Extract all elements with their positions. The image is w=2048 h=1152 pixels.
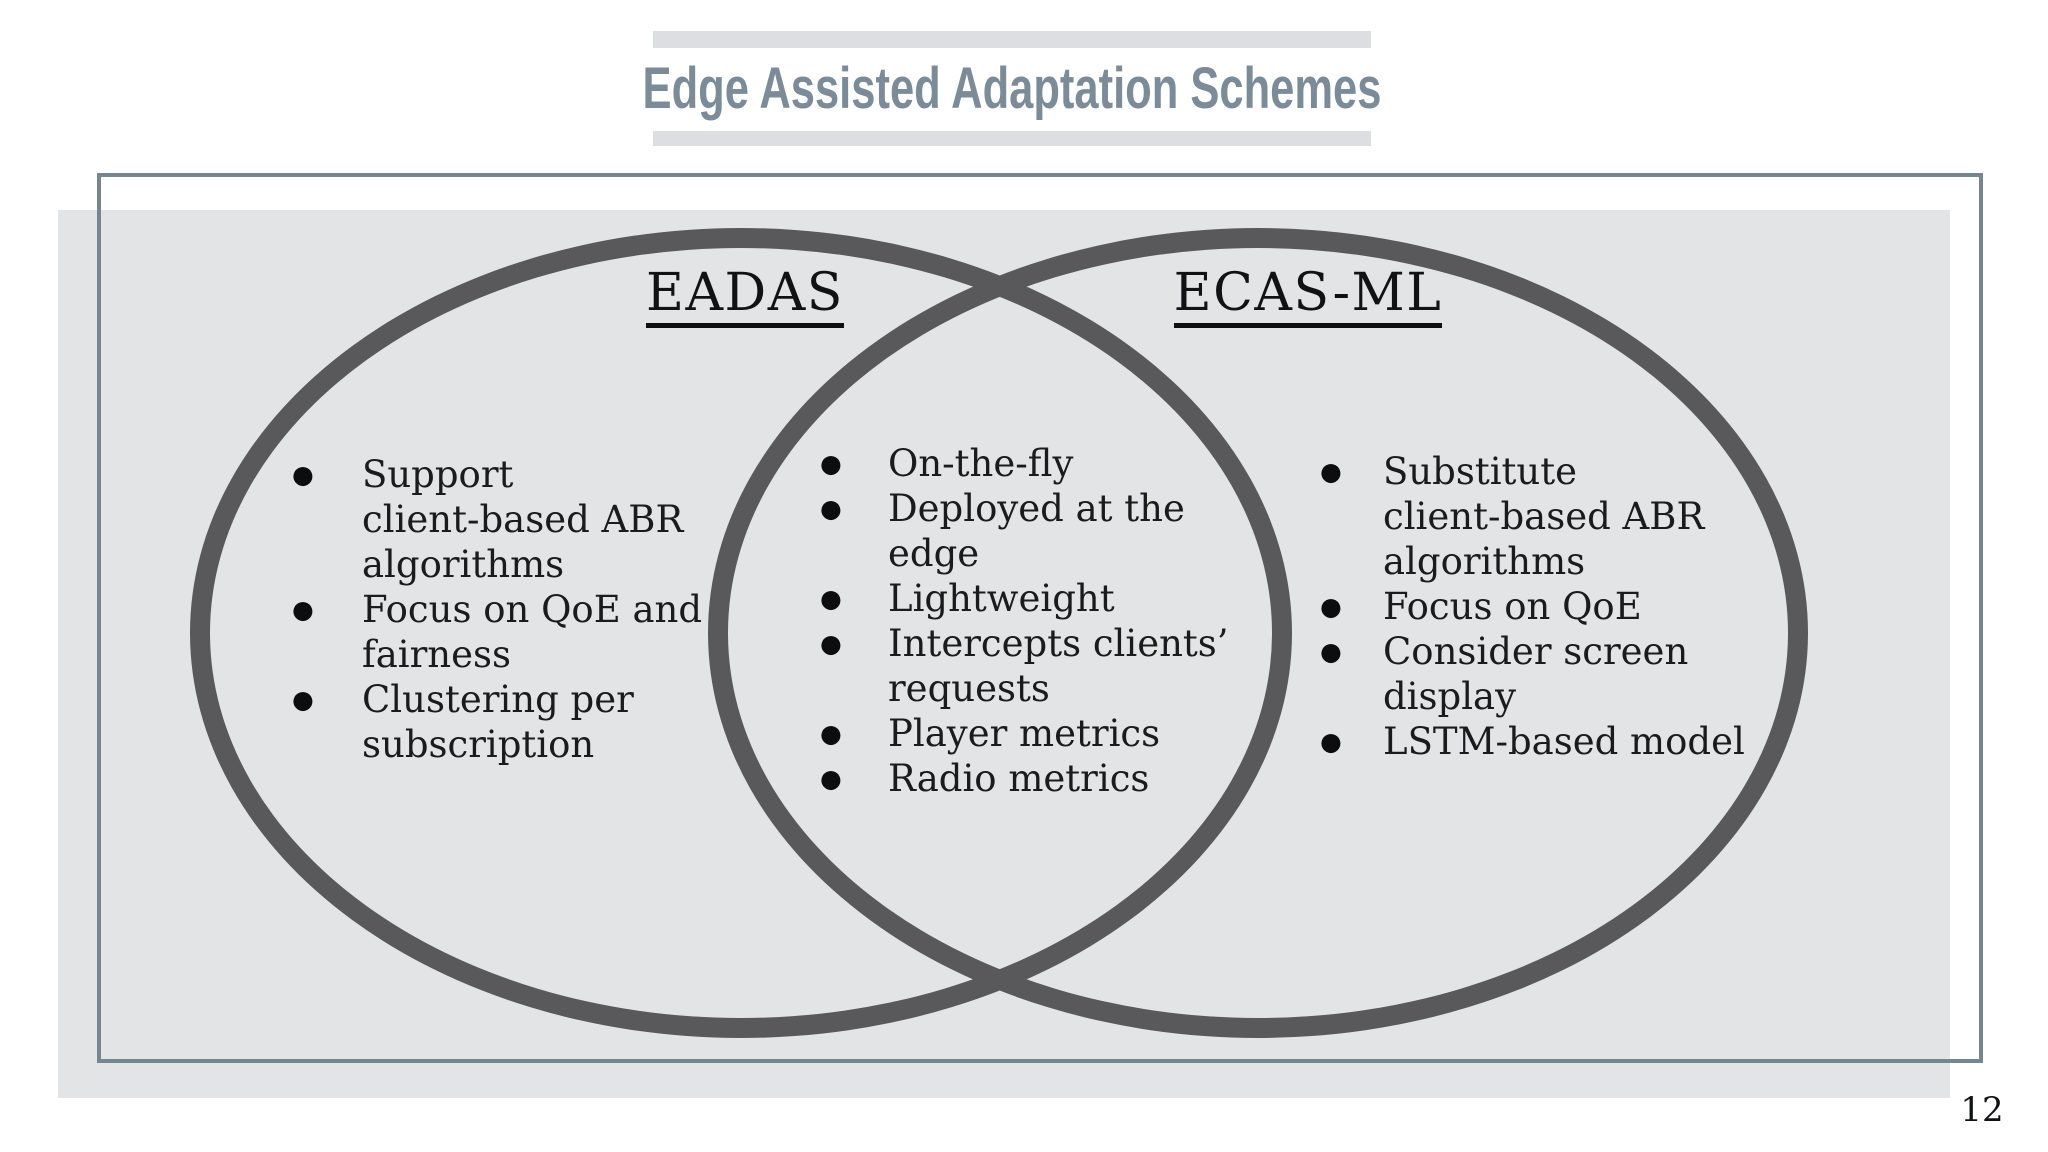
bullet-line: client-based ABR bbox=[362, 498, 684, 541]
bullet-glyph: ● bbox=[1320, 637, 1342, 666]
heading-eadas: EADAS bbox=[595, 263, 895, 328]
bullet-line: Clustering per bbox=[362, 678, 634, 721]
bullet-line: Radio metrics bbox=[888, 757, 1150, 800]
heading-eadas-text: EADAS bbox=[646, 267, 844, 328]
bullet-line: Support bbox=[362, 453, 514, 496]
bullet-glyph: ● bbox=[292, 595, 314, 624]
bullet-line: LSTM-based model bbox=[1383, 720, 1745, 763]
bullet-glyph: ● bbox=[820, 719, 842, 748]
bullet-line: subscription bbox=[362, 723, 595, 766]
list-item-text: Deployed at the edge bbox=[888, 486, 1185, 576]
list-item-text: Clustering per subscription bbox=[362, 677, 634, 767]
ecas-ml-bullet-list: ● Substitute client-based ABR algorithms… bbox=[1308, 449, 1745, 764]
bullet-glyph: ● bbox=[292, 460, 314, 489]
bullet-glyph: ● bbox=[1320, 727, 1342, 756]
list-item-text: Focus on QoE bbox=[1383, 584, 1642, 629]
bullet-line: Deployed at the bbox=[888, 487, 1185, 530]
list-item: ● On-the-fly bbox=[808, 441, 1229, 486]
intersection-bullet-list: ● On-the-fly ● Deployed at the edge ● Li… bbox=[808, 441, 1229, 801]
list-item-text: Substitute client-based ABR algorithms bbox=[1383, 449, 1704, 584]
list-item: ● Focus on QoE bbox=[1308, 584, 1745, 629]
bullet-line: algorithms bbox=[1383, 540, 1586, 583]
list-item-text: LSTM-based model bbox=[1383, 719, 1745, 764]
bullet-line: requests bbox=[888, 667, 1050, 710]
bullet-line: fairness bbox=[362, 633, 511, 676]
bullet-glyph: ● bbox=[820, 584, 842, 613]
bullet-line: Focus on QoE bbox=[1383, 585, 1642, 628]
bullet-line: Focus on QoE and bbox=[362, 588, 703, 631]
bullet-line: Lightweight bbox=[888, 577, 1115, 620]
page-number: 12 bbox=[1960, 1090, 2004, 1130]
bullet-line: Consider screen bbox=[1383, 630, 1689, 673]
list-item-text: Consider screen display bbox=[1383, 629, 1688, 719]
bullet-line: algorithms bbox=[362, 543, 565, 586]
list-item: ● Consider screen display bbox=[1308, 629, 1745, 719]
bullet-line: On-the-fly bbox=[888, 442, 1074, 485]
list-item-text: Radio metrics bbox=[888, 756, 1149, 801]
list-item-text: Support client-based ABR algorithms bbox=[362, 452, 683, 587]
eadas-bullet-list: ● Support client-based ABR algorithms ● … bbox=[280, 452, 702, 767]
list-item-text: On-the-fly bbox=[888, 441, 1073, 486]
list-item-text: Focus on QoE and fairness bbox=[362, 587, 702, 677]
title-accent-bar-bottom bbox=[653, 131, 1371, 146]
list-item: ● Substitute client-based ABR algorithms bbox=[1308, 449, 1745, 584]
heading-ecas-ml-text: ECAS-ML bbox=[1173, 267, 1443, 328]
bullet-line: edge bbox=[888, 532, 980, 575]
bullet-line: Player metrics bbox=[888, 712, 1161, 755]
list-item: ● Deployed at the edge bbox=[808, 486, 1229, 576]
slide-title: Edge Assisted Adaptation Schemes bbox=[642, 56, 1382, 121]
bullet-line: display bbox=[1383, 675, 1516, 718]
bullet-glyph: ● bbox=[820, 764, 842, 793]
list-item-text: Lightweight bbox=[888, 576, 1115, 621]
bullet-glyph: ● bbox=[820, 494, 842, 523]
list-item: ● Support client-based ABR algorithms bbox=[280, 452, 702, 587]
bullet-glyph: ● bbox=[1320, 592, 1342, 621]
list-item: ● LSTM-based model bbox=[1308, 719, 1745, 764]
bullet-glyph: ● bbox=[820, 629, 842, 658]
list-item: ● Radio metrics bbox=[808, 756, 1229, 801]
bullet-glyph: ● bbox=[1320, 457, 1342, 486]
list-item: ● Lightweight bbox=[808, 576, 1229, 621]
list-item-text: Player metrics bbox=[888, 711, 1160, 756]
list-item: ● Intercepts clients’ requests bbox=[808, 621, 1229, 711]
bullet-line: Intercepts clients’ bbox=[888, 622, 1229, 665]
list-item: ● Focus on QoE and fairness bbox=[280, 587, 702, 677]
bullet-glyph: ● bbox=[292, 685, 314, 714]
bullet-line: client-based ABR bbox=[1383, 495, 1705, 538]
heading-ecas-ml: ECAS-ML bbox=[1158, 263, 1458, 328]
list-item: ● Player metrics bbox=[808, 711, 1229, 756]
title-accent-bar-top bbox=[653, 31, 1371, 48]
list-item: ● Clustering per subscription bbox=[280, 677, 702, 767]
list-item-text: Intercepts clients’ requests bbox=[888, 621, 1229, 711]
bullet-glyph: ● bbox=[820, 449, 842, 478]
bullet-line: Substitute bbox=[1383, 450, 1578, 493]
content-frame-border bbox=[97, 173, 1983, 1063]
